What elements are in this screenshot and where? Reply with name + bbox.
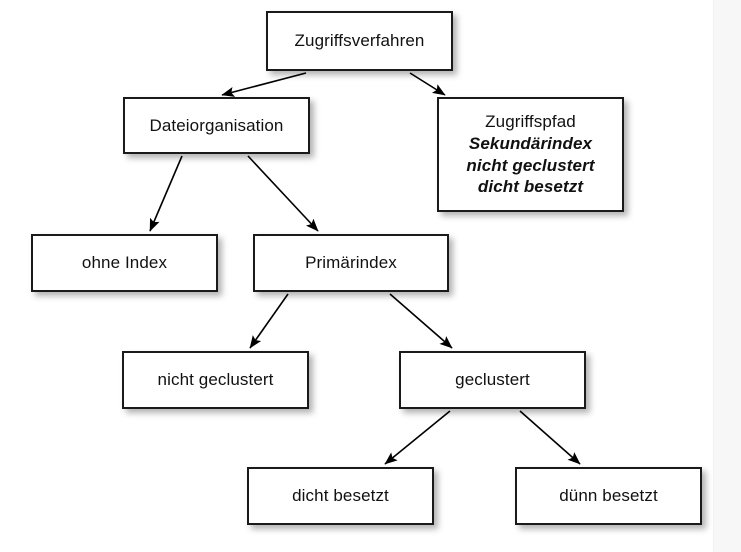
node-geclustert-line-1: geclustert (455, 370, 530, 390)
edge-primaerindex-to-geclustert (389, 293, 453, 349)
edge-primaerindex-to-nicht-geclustert (249, 293, 289, 349)
node-zugriffspfad-line-2: Sekundärindex (468, 133, 593, 153)
node-nicht-geclustert-line-1: nicht geclustert (157, 370, 274, 390)
node-ohne-index[interactable]: ohne Index (31, 234, 218, 292)
node-primaerindex-line-1: Primärindex (305, 253, 397, 273)
slide-margin-band (713, 0, 741, 552)
edge-zugriffsverfahren-to-zugriffspfad (409, 72, 446, 96)
node-nicht-geclustert[interactable]: nicht geclustert (122, 351, 309, 409)
node-duenn-besetzt-line-1: dünn besetzt (559, 486, 658, 506)
edge-geclustert-to-duenn-besetzt (519, 410, 581, 465)
edge-zugriffsverfahren-to-dateiorganisation (221, 72, 307, 97)
node-dateiorganisation-line-1: Dateiorganisation (149, 115, 284, 135)
node-dicht-besetzt[interactable]: dicht besetzt (247, 467, 434, 525)
node-ohne-index-line-1: ohne Index (81, 253, 168, 273)
node-zugriffspfad-line-1: Zugriffspfad (485, 112, 576, 131)
edge-dateiorganisation-to-ohne-index (149, 155, 183, 232)
node-zugriffsverfahren-line-1: Zugriffsverfahren (294, 31, 425, 51)
edge-geclustert-to-dicht-besetzt (384, 410, 451, 465)
node-zugriffsverfahren[interactable]: Zugriffsverfahren (266, 11, 453, 71)
node-primaerindex[interactable]: Primärindex (253, 234, 449, 292)
node-geclustert[interactable]: geclustert (399, 351, 586, 409)
node-duenn-besetzt[interactable]: dünn besetzt (515, 467, 702, 525)
node-zugriffspfad-line-3: nicht geclustert (466, 155, 595, 175)
edge-dateiorganisation-to-primaerindex (247, 155, 319, 232)
node-dateiorganisation[interactable]: Dateiorganisation (123, 97, 310, 154)
node-dicht-besetzt-line-1: dicht besetzt (292, 486, 389, 506)
node-zugriffspfad-line-4: dicht besetzt (477, 177, 584, 197)
